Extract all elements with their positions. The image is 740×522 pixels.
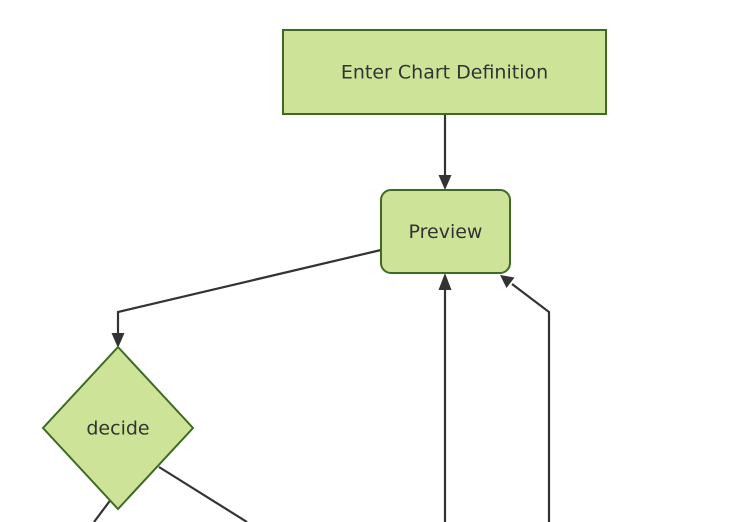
edge-enter-to-preview[interactable] bbox=[438, 114, 452, 190]
edge-bottom-center-to-preview[interactable] bbox=[438, 273, 452, 522]
node-shape-rounded-rectangle bbox=[380, 189, 511, 274]
arrowhead-icon bbox=[438, 273, 452, 290]
edge-line bbox=[116, 248, 382, 338]
node-shape-rectangle bbox=[282, 29, 607, 115]
node-shape-diamond bbox=[41, 345, 195, 511]
node-layer: Enter Chart Definition Preview decide bbox=[41, 29, 607, 511]
edge-decide-to-bottom-right[interactable] bbox=[158, 466, 248, 522]
edge-line bbox=[158, 466, 248, 522]
node-preview[interactable]: Preview bbox=[380, 189, 511, 274]
node-enter-chart-definition[interactable]: Enter Chart Definition bbox=[282, 29, 607, 115]
edge-layer bbox=[93, 114, 551, 522]
edge-decide-to-bottom-left[interactable] bbox=[93, 497, 113, 522]
arrowhead-icon bbox=[111, 333, 125, 348]
edge-preview-to-decide[interactable] bbox=[111, 248, 382, 348]
node-decide[interactable]: decide bbox=[41, 345, 195, 511]
arrowhead-icon bbox=[500, 275, 515, 288]
edge-line bbox=[93, 497, 113, 522]
arrowhead-icon bbox=[438, 175, 452, 190]
edge-bottom-right-to-preview[interactable] bbox=[500, 275, 551, 522]
edge-line bbox=[511, 283, 551, 522]
